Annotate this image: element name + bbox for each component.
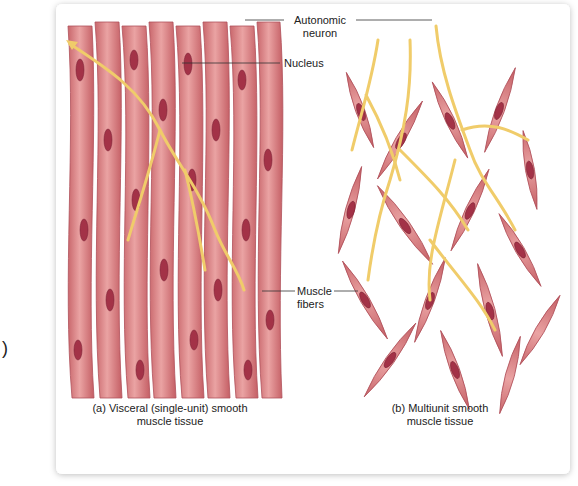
part-label: Muscle fibers (297, 285, 337, 311)
multiunit-neurons (352, 26, 528, 330)
nuclei (74, 50, 274, 380)
multiunit-fibers (334, 66, 564, 415)
figure-caption: (b) Multiunit smooth muscle tissue (375, 402, 505, 428)
panel (56, 4, 570, 474)
visceral-neuron (70, 44, 244, 290)
leader-lines (182, 20, 432, 291)
neuron-tip (66, 40, 78, 50)
part-label: Nucleus (284, 57, 344, 70)
cropped-text: ) (2, 338, 16, 358)
part-label: Autonomic neuron (286, 14, 354, 40)
visceral-fibers (68, 22, 283, 398)
figure-caption: (a) Visceral (single-unit) smooth muscle… (90, 402, 250, 428)
